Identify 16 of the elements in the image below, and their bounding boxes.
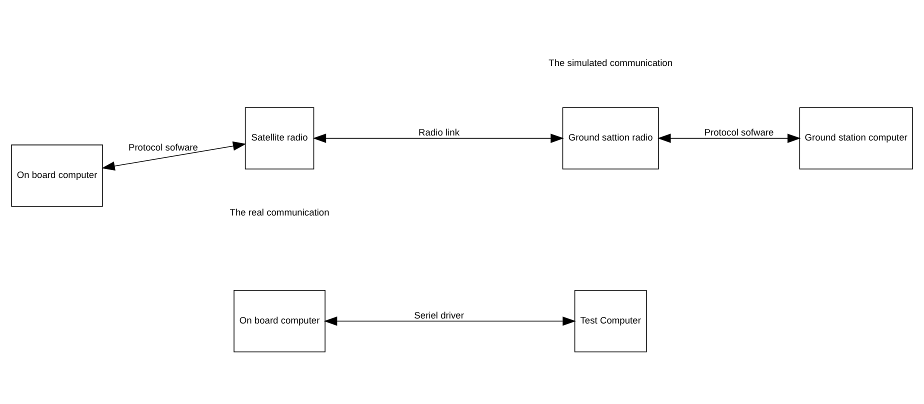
node-box: Ground sattion radio — [562, 106, 659, 169]
label: The real communication — [230, 206, 330, 217]
arrow — [102, 140, 246, 170]
arrow — [312, 133, 564, 142]
node-box: Ground station computer — [799, 106, 913, 169]
node-box: On board computer — [11, 144, 103, 206]
label: The simulated communication — [548, 58, 673, 68]
edge-label: Protocol sofware — [704, 127, 774, 138]
edge-label: Seriel driver — [414, 310, 464, 320]
edge-label: Protocol sofware — [128, 142, 198, 152]
node-box: On board computer — [234, 290, 326, 352]
node-box: Test Computer — [574, 290, 647, 352]
arrow — [658, 133, 801, 142]
arrow — [324, 316, 576, 326]
node-box: Satellite radio — [244, 106, 314, 169]
edge-label: Radio link — [418, 127, 460, 138]
